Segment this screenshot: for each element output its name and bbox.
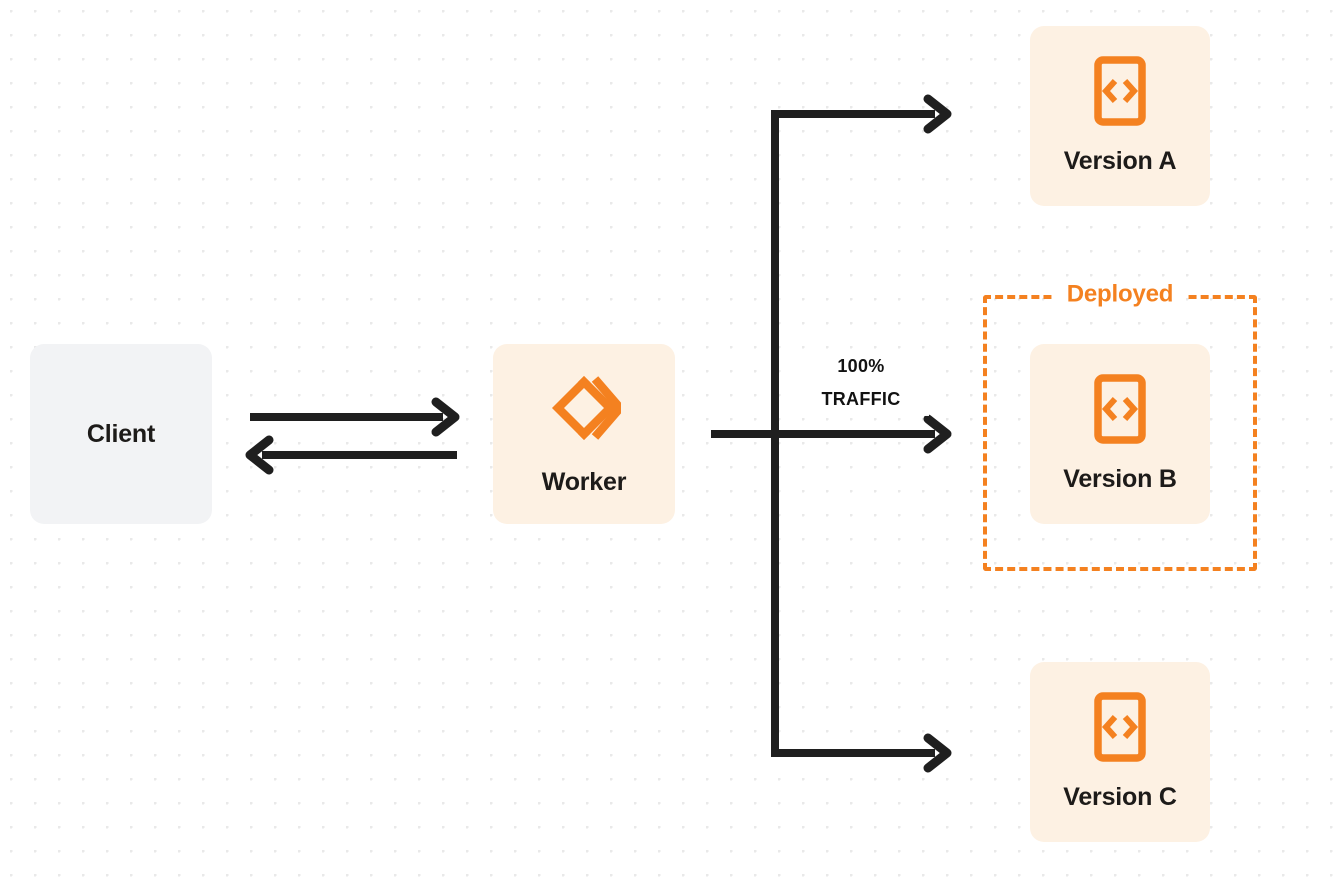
traffic-label: 100% TRAFFIC	[793, 350, 929, 416]
node-version-a[interactable]: Version A	[1030, 26, 1210, 206]
node-version-c[interactable]: Version C	[1030, 662, 1210, 842]
edge-worker-to-version-b	[928, 419, 947, 449]
node-version-b[interactable]: Version B	[1030, 344, 1210, 524]
node-worker[interactable]: Worker	[493, 344, 675, 524]
edge-worker-to-client	[250, 440, 457, 470]
edge-worker-to-version-c	[771, 738, 947, 768]
client-label: Client	[86, 419, 156, 448]
node-client[interactable]: Client	[30, 344, 212, 524]
version-b-label: Version B	[1063, 465, 1177, 493]
edge-worker-to-version-a	[771, 99, 947, 129]
cloudflare-workers-logo-icon	[547, 371, 626, 450]
edge-client-to-worker	[250, 402, 455, 432]
code-brackets-document-icon	[1093, 374, 1147, 449]
traffic-percent-text: 100%	[837, 356, 885, 376]
code-brackets-document-icon	[1093, 692, 1147, 767]
traffic-word-text: TRAFFIC	[821, 389, 901, 409]
deployed-group-label: Deployed	[1054, 280, 1186, 309]
version-a-label: Version A	[1063, 147, 1177, 175]
version-c-label: Version C	[1063, 783, 1177, 811]
worker-label: Worker	[541, 468, 627, 496]
edge-worker-trunk	[711, 114, 935, 753]
code-brackets-document-icon	[1093, 56, 1147, 131]
